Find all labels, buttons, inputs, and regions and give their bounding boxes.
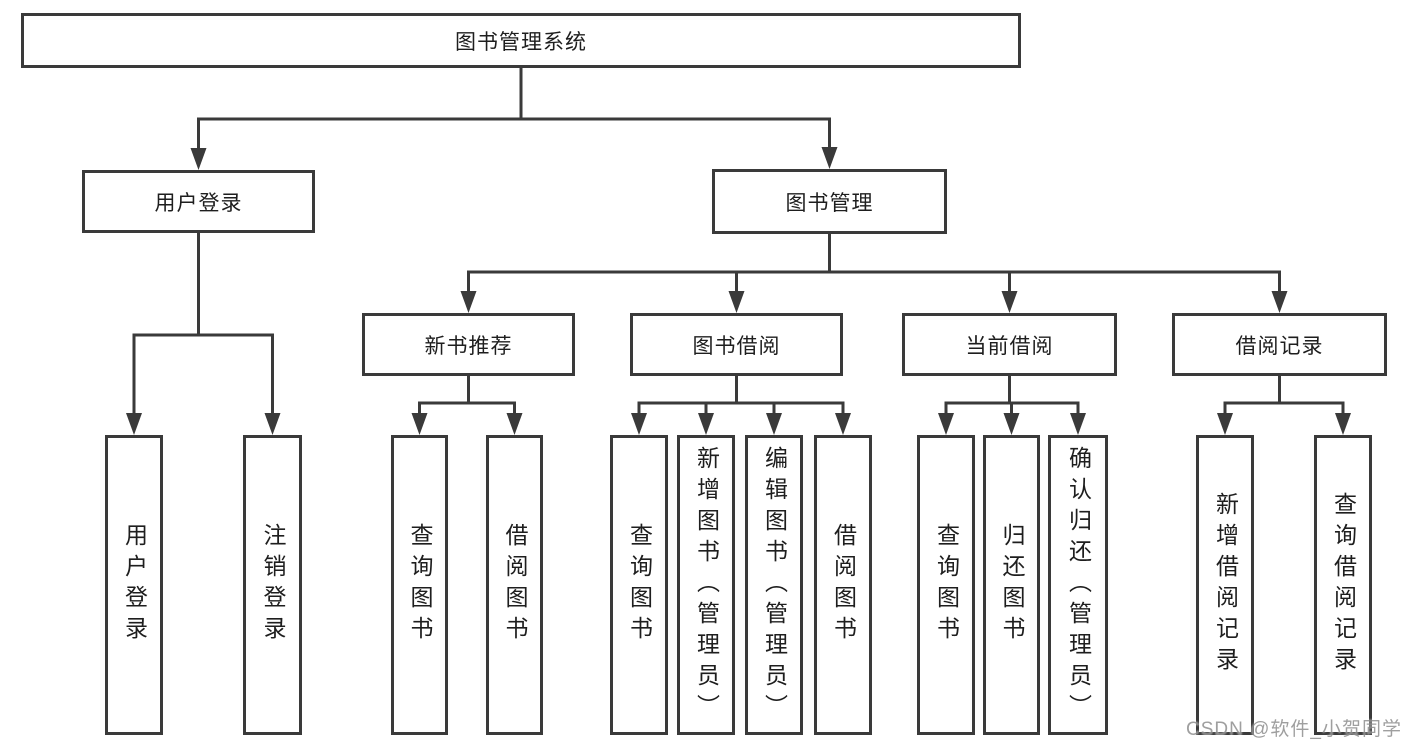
leaf-borrow-books-1: 借阅图书 — [486, 435, 543, 735]
node-label: 编辑图书（管理员） — [761, 445, 788, 725]
connector-book-mgmt-children — [460, 234, 1288, 313]
node-label: 注销登录 — [260, 523, 286, 647]
node-label: 借阅记录 — [1235, 334, 1324, 358]
leaf-return-books: 归还图书 — [983, 435, 1040, 735]
leaf-edit-book-admin: 编辑图书（管理员） — [745, 435, 803, 735]
connector-root-to-level2 — [190, 68, 838, 170]
leaf-user-login: 用户登录 — [105, 435, 163, 735]
node-label: 查询借阅记录 — [1330, 492, 1357, 678]
node-new-book-recommend: 新书推荐 — [362, 313, 575, 376]
node-label: 查询图书 — [407, 523, 433, 647]
node-label: 当前借阅 — [965, 334, 1054, 358]
node-book-management: 图书管理 — [712, 169, 947, 234]
node-label: 归还图书 — [999, 523, 1025, 647]
connector-book-borrow-children — [631, 376, 851, 435]
node-label: 确认归还（管理员） — [1065, 445, 1092, 725]
node-label: 借阅图书 — [830, 523, 857, 647]
leaf-add-book-admin: 新增图书（管理员） — [677, 435, 735, 735]
node-library-management-system: 图书管理系统 — [21, 13, 1021, 68]
leaf-confirm-return-admin: 确认归还（管理员） — [1048, 435, 1108, 735]
node-label: 图书管理 — [785, 191, 874, 215]
node-label: 借阅图书 — [502, 523, 528, 647]
node-label: 用户登录 — [154, 191, 243, 215]
connector-new-book-children — [411, 376, 523, 435]
connector-user-login-children — [126, 233, 281, 435]
leaf-query-books-2: 查询图书 — [610, 435, 668, 735]
csdn-watermark: CSDN @软件_小贺同学 — [1186, 719, 1402, 740]
node-label: 用户登录 — [121, 523, 148, 647]
leaf-borrow-books-2: 借阅图书 — [814, 435, 872, 735]
node-label: 图书借阅 — [692, 334, 781, 358]
node-label: 图书管理系统 — [455, 30, 587, 54]
node-label: 新增借阅记录 — [1212, 492, 1239, 678]
leaf-query-books-1: 查询图书 — [391, 435, 448, 735]
leaf-logout: 注销登录 — [243, 435, 302, 735]
node-user-login: 用户登录 — [82, 170, 315, 233]
node-label: 查询图书 — [626, 523, 653, 647]
connector-borrow-record-children — [1217, 376, 1351, 435]
node-label: 查询图书 — [933, 523, 960, 647]
connector-current-borrow-children — [938, 376, 1086, 435]
leaf-query-borrow-record: 查询借阅记录 — [1314, 435, 1372, 735]
node-borrowing-records: 借阅记录 — [1172, 313, 1387, 376]
node-label: 新增图书（管理员） — [693, 445, 720, 725]
node-book-borrowing: 图书借阅 — [630, 313, 843, 376]
node-current-borrowing: 当前借阅 — [902, 313, 1117, 376]
leaf-add-borrow-record: 新增借阅记录 — [1196, 435, 1254, 735]
leaf-query-books-3: 查询图书 — [917, 435, 975, 735]
node-label: 新书推荐 — [424, 334, 513, 358]
